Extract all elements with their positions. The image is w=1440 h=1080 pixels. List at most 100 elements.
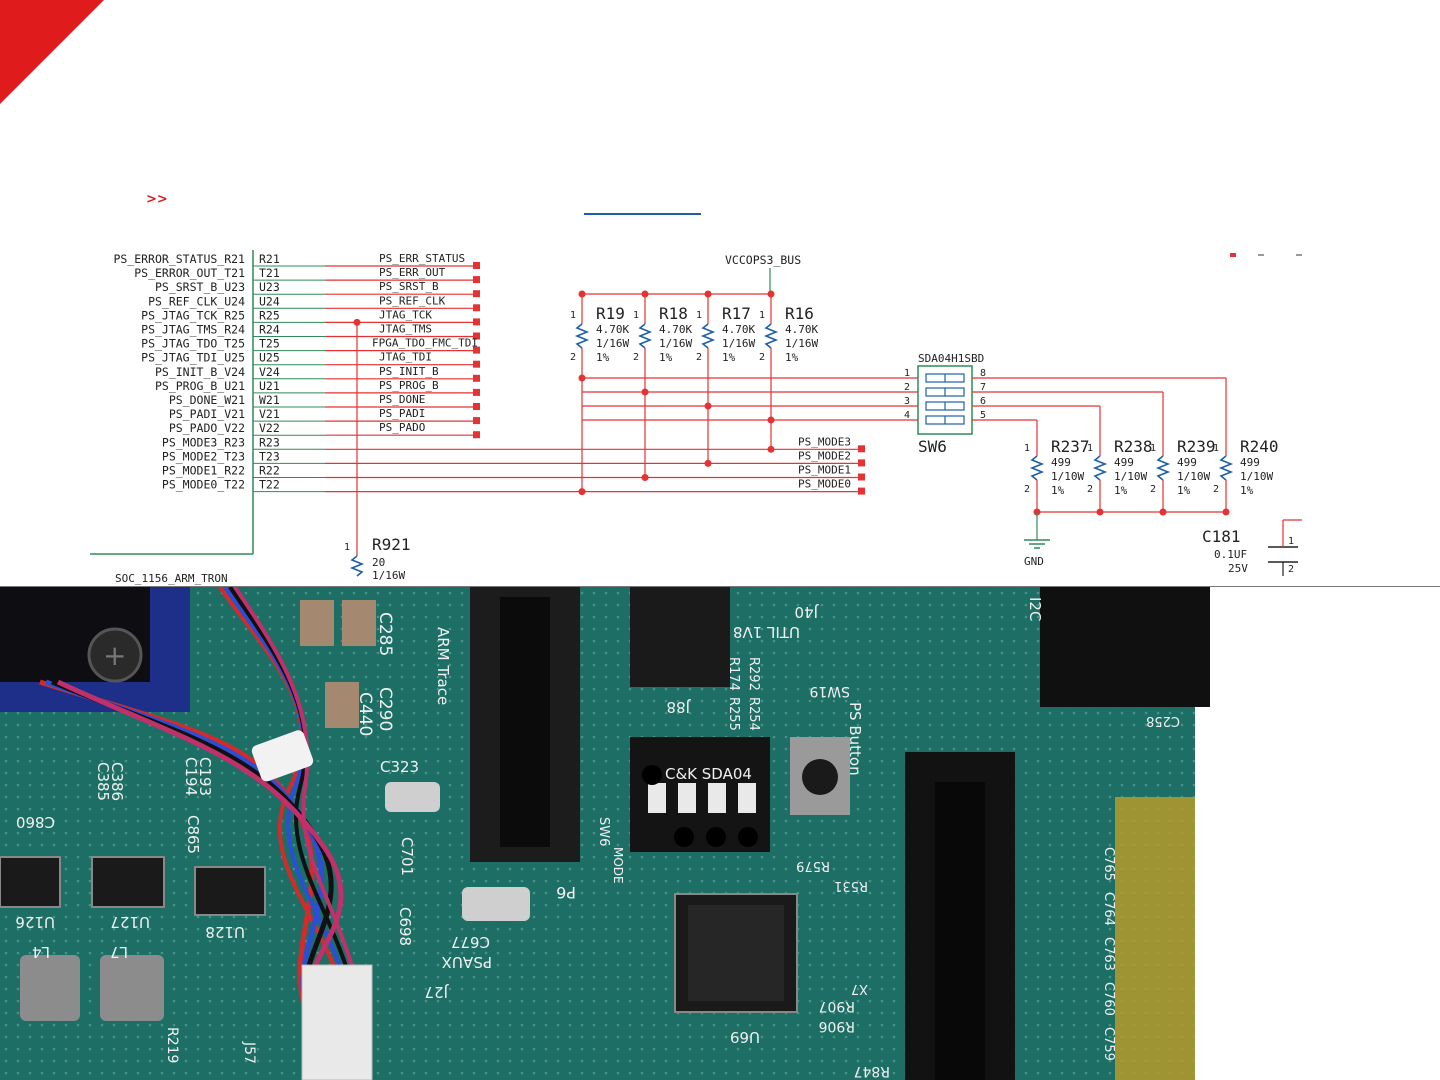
board-label: C440 [355, 692, 375, 736]
board-label: J27 [424, 983, 449, 1001]
board-label: PS Button [846, 702, 864, 776]
capacitor-c323 [385, 782, 440, 812]
junction [353, 318, 361, 326]
ic-u128 [194, 866, 266, 916]
pullup-name: R18 [659, 304, 688, 323]
pin-number: V21 [259, 407, 280, 421]
pin-1-label: 1 [1024, 443, 1030, 454]
cable-wire [233, 587, 364, 1028]
cable-connector [301, 964, 373, 1080]
nav-arrows[interactable]: >> [146, 192, 168, 207]
net-flag [473, 417, 480, 425]
pin-number: T25 [259, 337, 280, 351]
board-label: C760 [1101, 982, 1116, 1016]
board-label: R847 [854, 1063, 890, 1079]
pin-number: W21 [259, 393, 280, 407]
board-label: C677 [451, 933, 490, 951]
net-flag [473, 360, 480, 368]
board-label: C759 [1101, 1027, 1116, 1061]
ic-u126 [0, 856, 61, 908]
pin-1-label: 1 [696, 310, 702, 321]
pin-label: PS_PADI_V21 [169, 407, 245, 421]
pullup-value: 4.70K [722, 323, 755, 336]
fmc-slot [935, 782, 985, 1080]
pin-2-label: 2 [759, 352, 765, 363]
cut-mark [1230, 253, 1236, 257]
net-label: PS_PROG_B [379, 379, 439, 392]
board-label: SW19 [809, 683, 850, 699]
net-label: JTAG_TDI [379, 351, 432, 364]
pin-label: PS_JTAG_TMS_R24 [141, 323, 245, 337]
cut-mark [1296, 254, 1302, 256]
board-label: P6 [556, 883, 576, 902]
board-label: C290 [375, 687, 395, 731]
pin-label: PS_REF_CLK_U24 [148, 294, 245, 308]
board-label: R254 [746, 697, 761, 731]
resistor-symbol [1029, 455, 1045, 481]
capacitor-pad [300, 600, 334, 646]
c181-voltage: 25V [1228, 562, 1248, 575]
gnd-label: GND [1024, 555, 1044, 568]
mode-flag [858, 445, 865, 453]
pin-number: T21 [259, 266, 280, 280]
net-flag [473, 388, 480, 396]
pin-label: PS_MODE0_T22 [162, 478, 245, 492]
net-label: PS_ERR_OUT [379, 266, 446, 279]
pulldown-name: R237 [1051, 437, 1090, 456]
net-label: PS_PADI [379, 407, 425, 420]
capacitor-c677 [462, 887, 530, 921]
pin-1-label: 1 [570, 310, 576, 321]
mode-flag [858, 459, 865, 467]
pin-1-label: 1 [1150, 443, 1156, 454]
screw-mark: + [103, 639, 126, 672]
board-label: C860 [16, 813, 55, 831]
pullup-tol: 1% [785, 351, 799, 364]
board-label: L4 [32, 943, 50, 961]
net-label: PS_PADO [379, 421, 425, 434]
pullup-value: 4.70K [659, 323, 692, 336]
resistor-symbol [1155, 455, 1171, 481]
pin-number: R24 [259, 323, 280, 337]
board-label: U127 [110, 913, 150, 931]
pin-1-label: 1 [1087, 443, 1093, 454]
inductor-l7 [100, 955, 164, 1021]
switch-pin: 5 [980, 410, 986, 421]
pin-2-label: 2 [1288, 564, 1294, 575]
corner-accent [0, 0, 104, 104]
cut-text: SOC_1156_ARM_TRON [115, 572, 228, 585]
pin-2-label: 2 [1213, 484, 1219, 495]
board-label: UTIL 1V8 [733, 623, 800, 641]
pulldown-value: 499 [1240, 456, 1260, 469]
cable-wire [223, 587, 356, 1028]
net-label: PS_SRST_B [379, 280, 439, 293]
pulldown-name: R240 [1240, 437, 1279, 456]
net-flag [473, 276, 480, 284]
mode-flag [858, 487, 865, 495]
i2c-header [1040, 587, 1210, 707]
pin-1-label: 1 [759, 310, 765, 321]
pullup-power: 1/16W [722, 337, 755, 350]
board-label: J57 [241, 1041, 257, 1064]
pulldown-name: R239 [1177, 437, 1216, 456]
board-label: C764 [1101, 892, 1116, 926]
pin-number: V22 [259, 421, 280, 435]
board-label: C285 [375, 612, 395, 656]
pullup-value: 4.70K [596, 323, 629, 336]
board-label: L7 [110, 943, 128, 961]
resistor-symbol [349, 555, 365, 577]
dip-lever [738, 783, 756, 813]
pullup-name: R16 [785, 304, 814, 323]
net-flag [473, 431, 480, 439]
pullup-tol: 1% [596, 351, 610, 364]
section-divider [0, 586, 1440, 587]
board-label: SW6 [596, 817, 611, 846]
dip-marker [706, 827, 726, 847]
mode-net-label: PS_MODE0 [798, 478, 851, 491]
pin-number: R23 [259, 435, 280, 449]
pullup-power: 1/16W [596, 337, 629, 350]
mode-net-label: PS_MODE3 [798, 435, 851, 448]
net-flag [473, 262, 480, 269]
resistor-symbol [1218, 455, 1234, 481]
board-label: I2C [1026, 597, 1044, 621]
